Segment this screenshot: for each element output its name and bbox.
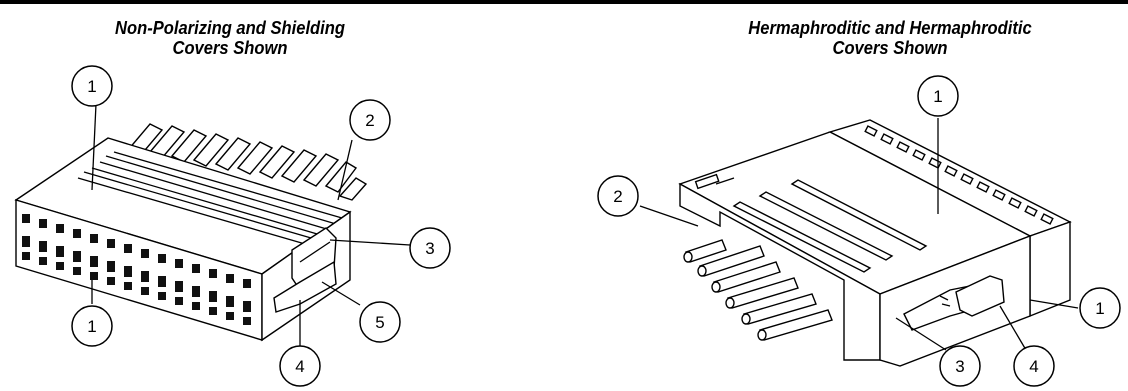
svg-text:3: 3 [425, 239, 434, 258]
svg-text:5: 5 [375, 313, 384, 332]
svg-text:4: 4 [295, 357, 304, 376]
right-wires [683, 239, 833, 341]
svg-text:1: 1 [1095, 299, 1104, 318]
svg-text:2: 2 [613, 187, 622, 206]
right-title-line2: Covers Shown [832, 38, 948, 58]
right-callout-4: 4 [1013, 345, 1055, 387]
right-top-ribs [732, 179, 928, 273]
right-callout-1-side: 1 [1079, 287, 1121, 329]
left-title-line2: Covers Shown [172, 38, 288, 58]
svg-text:1: 1 [933, 87, 942, 106]
left-figure-title: Non-Polarizing and Shielding Covers Show… [55, 18, 405, 58]
right-callout-1-top: 1 [917, 75, 959, 117]
right-callout-3: 3 [939, 345, 981, 387]
right-side-wall [1029, 221, 1071, 318]
svg-text:4: 4 [1029, 357, 1038, 376]
left-callout-3: 3 [409, 227, 451, 269]
left-pin-cavities [22, 214, 251, 325]
right-figure-title: Hermaphroditic and Hermaphroditic Covers… [697, 18, 1083, 58]
right-callout-2: 2 [597, 175, 639, 217]
left-leader-lines [91, 103, 411, 350]
right-title-line1: Hermaphroditic and Hermaphroditic [748, 18, 1032, 38]
svg-text:1: 1 [87, 77, 96, 96]
left-callout-5: 5 [359, 301, 401, 343]
left-polarizing-cover [273, 260, 337, 313]
right-latch [955, 275, 1005, 317]
left-wire-tails [126, 123, 368, 201]
left-connector-drawing [14, 123, 368, 342]
top-rule [0, 0, 1128, 4]
right-connector-drawing [678, 119, 1072, 367]
left-callout-2: 2 [349, 99, 391, 141]
left-title-line1: Non-Polarizing and Shielding [115, 18, 345, 38]
left-top-ribs [77, 151, 343, 247]
svg-text:2: 2 [365, 111, 374, 130]
svg-text:3: 3 [955, 357, 964, 376]
left-callout-1-bottom: 1 [71, 305, 113, 347]
left-callout-1-top: 1 [71, 65, 113, 107]
right-leader-lines [639, 118, 1079, 351]
svg-text:1: 1 [87, 317, 96, 336]
left-callout-4: 4 [279, 345, 321, 387]
